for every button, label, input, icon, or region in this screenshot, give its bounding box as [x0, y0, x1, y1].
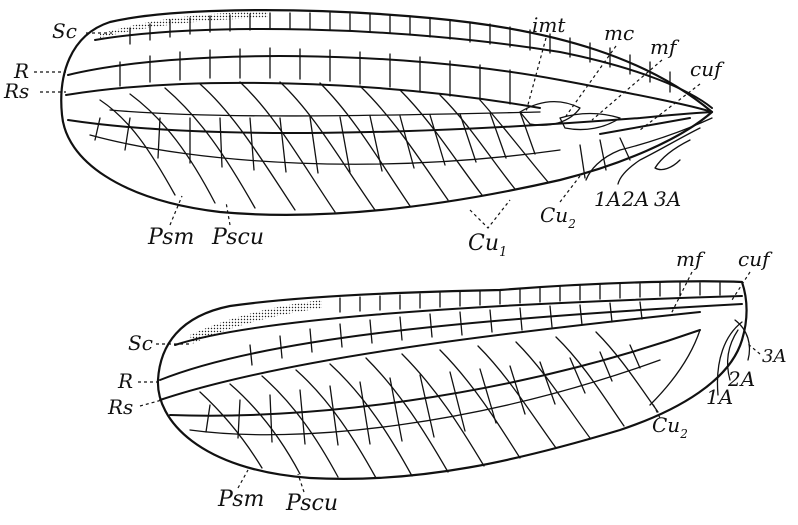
hindwing-label-pscu: Pscu	[285, 491, 338, 516]
hindwing	[158, 281, 750, 479]
forewing-label-1a: 1A	[594, 187, 621, 211]
hindwing-leader-rs	[140, 400, 162, 406]
forewing-leader-cu1	[470, 200, 510, 228]
forewing-label-rs: Rs	[3, 79, 29, 103]
forewing-label-imt: imt	[532, 13, 566, 37]
forewing-label-sc: Sc	[52, 19, 77, 43]
hindwing-label-psm: Psm	[217, 487, 264, 512]
forewing-label-cu2: Cu2	[540, 203, 576, 231]
hindwing-label-rs: Rs	[107, 395, 133, 419]
hindwing-label-3a: 3A	[762, 346, 786, 367]
hindwing-leader-psm	[238, 470, 248, 488]
hindwing-label-r: R	[117, 369, 133, 393]
forewing-label-3a: 3A	[654, 187, 681, 211]
forewing-label-mc: mc	[604, 21, 634, 45]
forewing-label-pscu: Pscu	[211, 225, 264, 250]
forewing-label-cuf: cuf	[690, 57, 725, 81]
forewing-label-cu1: Cu1	[468, 231, 507, 260]
forewing-label-mf: mf	[650, 35, 680, 59]
hindwing-label-sc: Sc	[128, 331, 153, 355]
hindwing-label-1a: 1A	[706, 385, 733, 409]
forewing-label-2a: 2A	[621, 187, 649, 211]
forewing-label-psm: Psm	[147, 225, 194, 250]
hindwing-label-mf: mf	[676, 247, 706, 271]
hindwing-label-cu2: Cu2	[652, 413, 688, 441]
hindwing-label-cuf: cuf	[738, 247, 773, 271]
